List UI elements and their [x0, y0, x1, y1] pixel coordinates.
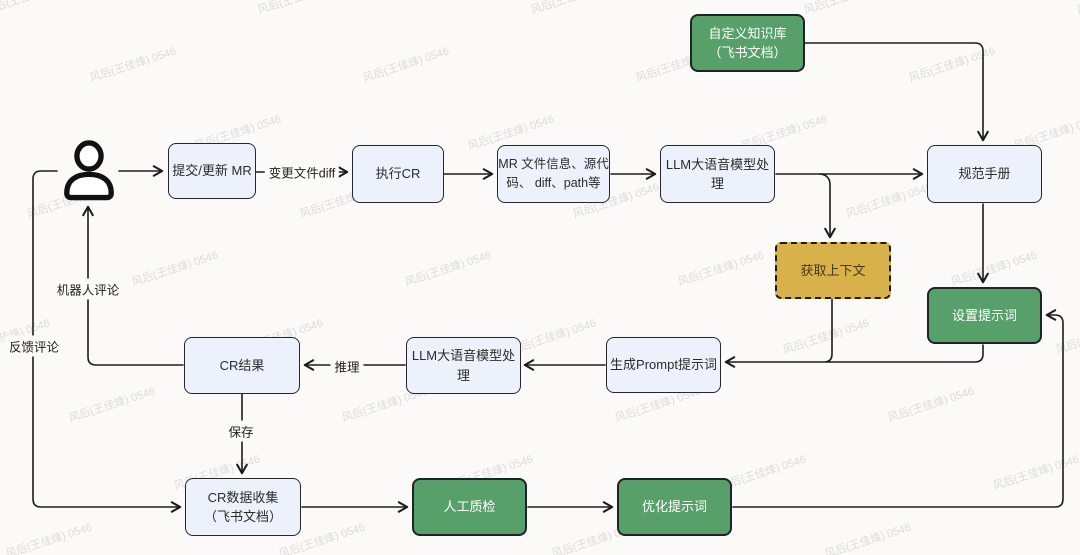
node-label: MR 文件信息、源代 码、 diff、path等	[498, 157, 609, 190]
node-spec-manual: 规范手册	[927, 145, 1042, 203]
node-label: 人工质检	[443, 499, 496, 515]
node-label: LLM大语音模型处理	[665, 156, 770, 192]
node-cr-result: CR结果	[184, 337, 300, 394]
node-execute-cr: 执行CR	[352, 145, 444, 203]
edge-crresult-to-person	[82, 205, 184, 366]
node-mr-file-info: MR 文件信息、源代 码、 diff、path等	[497, 145, 610, 203]
edge-label-bot-comment: 机器人评论	[52, 278, 124, 300]
node-label: 规范手册	[958, 166, 1011, 182]
node-label: 获取上下文	[800, 262, 866, 278]
node-llm-processing-2: LLM大语音模型处理	[406, 337, 521, 394]
edge-label-inference: 推理	[330, 355, 364, 377]
node-label: 自定义知识库 （飞书文档）	[708, 25, 787, 61]
node-label: CR数据收集 （飞书文档）	[203, 489, 282, 525]
node-label: CR结果	[219, 357, 265, 373]
edge-label-changed-file-diff: 变更文件diff	[264, 161, 340, 183]
node-optimize-prompt: 优化提示词	[617, 478, 732, 536]
node-label: LLM大语音模型处理	[411, 348, 516, 383]
node-manual-qc: 人工质检	[412, 478, 527, 536]
node-cr-data-collect: CR数据收集 （飞书文档）	[185, 478, 301, 536]
node-label: 优化提示词	[641, 499, 707, 515]
node-label: 设置提示词	[951, 307, 1017, 323]
edge-label-save: 保存	[224, 420, 258, 442]
node-custom-knowledge-base: 自定义知识库 （飞书文档）	[690, 14, 805, 72]
node-label: 提交/更新 MR	[172, 163, 252, 179]
edge-getcontext-to-genprompt	[724, 298, 833, 368]
node-get-context: 获取上下文	[775, 242, 891, 299]
user-icon	[60, 140, 118, 202]
node-llm-processing-1: LLM大语音模型处理	[660, 145, 775, 203]
node-label: 生成Prompt提示词	[610, 357, 717, 373]
node-generate-prompt: 生成Prompt提示词	[606, 337, 721, 393]
edge-knowledgebase-to-specmanual	[804, 42, 989, 142]
node-label: 执行CR	[375, 166, 421, 182]
node-set-prompt: 设置提示词	[927, 287, 1042, 344]
node-submit-update-mr: 提交/更新 MR	[168, 143, 256, 199]
edge-label-feedback-comment: 反馈评论	[4, 335, 64, 357]
edge-optimize-to-setprompt	[732, 309, 1064, 508]
edge-setprompt-to-merge	[825, 344, 984, 363]
edge-branch-to-getcontext	[819, 173, 836, 239]
